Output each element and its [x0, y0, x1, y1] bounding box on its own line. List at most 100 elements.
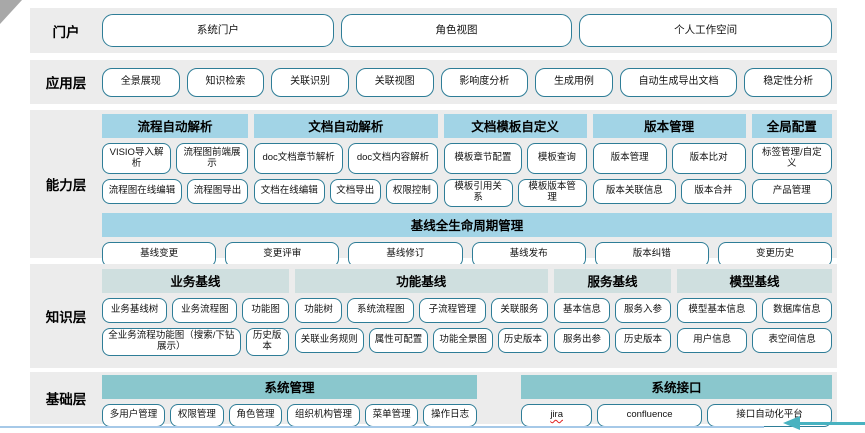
module-button: 业务基线树	[102, 298, 168, 323]
module-button: doc文档内容解析	[348, 143, 438, 174]
group-header: 流程自动解析	[102, 114, 248, 138]
layer-label-application: 应用层	[45, 76, 87, 91]
portal-button: 个人工作空间	[579, 14, 833, 47]
module-button: 版本关联信息	[592, 179, 677, 204]
module-button: 流程图导出	[186, 179, 248, 204]
module-button: 菜单管理	[364, 404, 419, 427]
module-button: 子流程管理	[419, 298, 486, 323]
group-process-auto-parse: 流程自动解析 VISIO导入解析流程图前端展示 流程图在线编辑流程图导出	[102, 114, 248, 207]
group-system-management: 系统管理 多用户管理权限管理角色管理组织机构管理菜单管理操作日志	[102, 375, 477, 427]
group-function-baseline: 功能基线 功能树系统流程图子流程管理关联服务 关联业务规则属性可配置功能全景图历…	[294, 269, 548, 362]
corner-decoration	[0, 0, 22, 24]
arrow-tail-line	[799, 422, 865, 425]
module-button: 功能树	[294, 298, 343, 323]
module-button: 模板章节配置	[443, 143, 523, 174]
module-button: 基线发布	[471, 241, 586, 267]
left-arrow-icon	[783, 416, 800, 430]
module-button: 版本合并	[681, 179, 746, 204]
module-button: 基线变更	[102, 241, 217, 267]
application-button: 稳定性分析	[744, 67, 832, 97]
module-button: 模板版本管理	[517, 179, 587, 207]
layer-label-capability: 能力层	[45, 178, 87, 193]
module-button: 组织机构管理	[287, 404, 360, 427]
group-version-management: 版本管理 版本管理版本比对 版本关联信息版本合并	[592, 114, 746, 207]
module-button: 流程图在线编辑	[102, 179, 182, 204]
portal-buttons: 系统门户角色视图个人工作空间	[102, 14, 833, 47]
portal-button: 系统门户	[102, 14, 334, 47]
module-button: 模板查询	[527, 143, 587, 174]
bottom-blue-line	[0, 426, 764, 428]
module-button: 权限管理	[170, 404, 224, 427]
module-button: 版本管理	[592, 143, 667, 174]
layer-label-knowledge: 知识层	[45, 310, 87, 325]
module-button: 表空间信息	[752, 328, 832, 353]
group-model-baseline: 模型基线 模型基本信息数据库信息 用户信息表空间信息	[677, 269, 832, 362]
application-button: 关联识别	[271, 67, 349, 97]
application-button: 自动生成导出文档	[619, 67, 738, 97]
group-header: 模型基线	[677, 269, 832, 293]
application-button: 影响度分析	[440, 67, 529, 97]
module-button: 用户信息	[677, 328, 748, 353]
module-button: 关联业务规则	[294, 328, 364, 353]
group-header: 文档模板自定义	[443, 114, 587, 138]
module-button: 文档在线编辑	[253, 179, 325, 204]
group-business-baseline: 业务基线 业务基线树业务流程图功能图 全业务流程功能图（搜索/下钻展示）历史版本	[102, 269, 289, 362]
group-global-config: 全局配置 标签管理/自定义 产品管理	[751, 114, 833, 207]
module-button: 产品管理	[751, 179, 833, 204]
module-button: 历史版本	[497, 328, 548, 353]
portal-button: 角色视图	[340, 14, 573, 47]
module-button: 功能图	[242, 298, 289, 323]
module-button: 历史版本	[245, 328, 289, 356]
module-button: 基线修订	[348, 241, 463, 267]
module-button: 数据库信息	[761, 298, 832, 323]
module-button: 模型基本信息	[677, 298, 757, 323]
group-service-baseline: 服务基线 基本信息服务入参 服务出参历史版本	[553, 269, 672, 362]
group-header: 版本管理	[592, 114, 746, 138]
module-button: 操作日志	[423, 404, 477, 427]
layer-row-capability: 能力层 流程自动解析 VISIO导入解析流程图前端展示 流程图在线编辑流程图导出…	[30, 110, 837, 267]
application-buttons: 全景展现知识检索关联识别关联视图影响度分析生成用例自动生成导出文档稳定性分析	[102, 67, 832, 97]
module-button: 标签管理/自定义	[751, 143, 833, 174]
application-button: 全景展现	[102, 67, 180, 97]
module-button: 历史版本	[615, 328, 672, 353]
application-button: 知识检索	[186, 67, 265, 97]
layer-label-base: 基础层	[45, 392, 87, 407]
layer-row-base: 基础层 系统管理 多用户管理权限管理角色管理组织机构管理菜单管理操作日志 系统接…	[30, 372, 837, 427]
module-button: 接口自动化平台	[706, 404, 833, 427]
layer-label-portal: 门户	[52, 24, 80, 40]
layer-row-portal: 门户 系统门户角色视图个人工作空间	[30, 8, 837, 53]
module-button: 功能全景图	[433, 328, 493, 353]
group-header: 文档自动解析	[253, 114, 438, 138]
module-button: doc文档章节解析	[253, 143, 344, 174]
module-button: 版本比对	[671, 143, 746, 174]
application-button: 关联视图	[355, 67, 434, 97]
module-button: 服务入参	[615, 298, 672, 323]
group-header: 功能基线	[294, 269, 548, 293]
module-button: 属性可配置	[368, 328, 429, 353]
group-doc-template-custom: 文档模板自定义 模板章节配置模板查询 模板引用关系模板版本管理	[443, 114, 587, 207]
module-button: 流程图前端展示	[176, 143, 248, 174]
module-button: confluence	[597, 404, 702, 427]
module-button: 服务出参	[553, 328, 610, 353]
module-button: 基本信息	[553, 298, 610, 323]
module-button: 角色管理	[228, 404, 283, 427]
group-header: 系统接口	[521, 375, 832, 399]
module-button: 权限控制	[386, 179, 438, 204]
baseline-buttons: 基线变更变更评审基线修订基线发布版本纠错变更历史	[102, 241, 833, 267]
module-button: VISIO导入解析	[102, 143, 172, 174]
module-button: 业务流程图	[172, 298, 238, 323]
module-button: 关联服务	[490, 298, 548, 323]
module-button: 模板引用关系	[443, 179, 513, 207]
module-button: 系统流程图	[347, 298, 415, 323]
application-button: 生成用例	[535, 67, 613, 97]
module-button: 变更历史	[717, 241, 833, 267]
layer-row-application: 应用层 全景展现知识检索关联识别关联视图影响度分析生成用例自动生成导出文档稳定性…	[30, 60, 837, 104]
group-header: 服务基线	[553, 269, 672, 293]
layer-row-knowledge: 知识层 业务基线 业务基线树业务流程图功能图 全业务流程功能图（搜索/下钻展示）…	[30, 264, 837, 368]
module-button: 文档导出	[329, 179, 382, 204]
module-button: 版本纠错	[594, 241, 709, 267]
baseline-lifecycle-header: 基线全生命周期管理	[102, 212, 832, 237]
module-button: 全业务流程功能图（搜索/下钻展示）	[102, 328, 241, 356]
